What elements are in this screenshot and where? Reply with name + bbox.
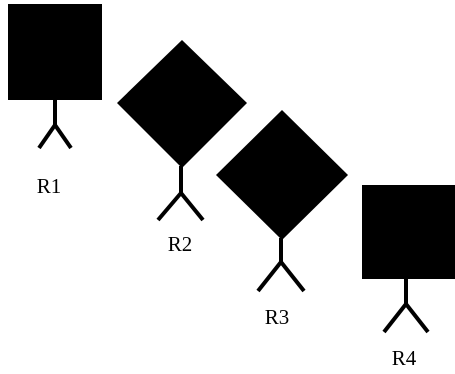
robot-r1: R1 [8, 4, 102, 198]
robot-r4: R4 [362, 185, 455, 370]
robot-r3-body [216, 110, 348, 240]
robot-r1-label: R1 [37, 174, 62, 198]
robot-r2-body [117, 40, 247, 168]
robot-r3: R3 [216, 110, 348, 329]
robot-r2-left-leg [156, 191, 183, 222]
robot-r3-label: R3 [265, 305, 290, 329]
robot-r3-left-leg [256, 260, 283, 293]
robot-r4-label: R4 [392, 346, 417, 370]
robot-r2-label: R2 [168, 232, 193, 256]
robot-r1-right-leg [53, 123, 73, 150]
robot-r4-body [362, 185, 455, 279]
robot-r3-right-leg [279, 260, 306, 293]
robot-r4-left-leg [382, 302, 408, 334]
robot-r4-right-leg [404, 302, 430, 334]
robot-r2: R2 [117, 40, 247, 256]
robot-r1-body [8, 4, 102, 100]
robot-r1-left-leg [37, 123, 57, 150]
robot-r2-right-leg [179, 191, 205, 222]
